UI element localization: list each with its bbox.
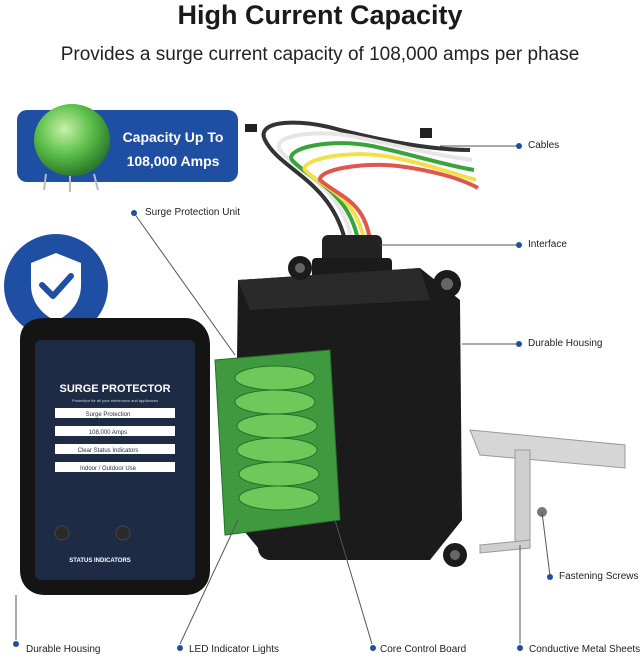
page-title: High Current Capacity bbox=[177, 0, 463, 30]
callout-durable-housing-right: Durable Housing bbox=[528, 338, 603, 349]
device-feature-1: Surge Protection bbox=[86, 412, 131, 418]
device-status-label: STATUS INDICATORS bbox=[69, 558, 131, 564]
led-indicator-1 bbox=[54, 525, 70, 541]
callout-cables: Cables bbox=[528, 140, 560, 151]
page-subtitle: Provides a surge current capacity of 108… bbox=[60, 44, 580, 65]
device-feature-2: 108,000 Amps bbox=[89, 430, 127, 436]
callout-fastening-screws: Fastening Screws bbox=[559, 571, 639, 582]
shield-check-icon bbox=[4, 234, 108, 338]
callout-led-indicator-lights: LED Indicator Lights bbox=[189, 644, 280, 655]
device-feature-list: Surge Protection 108,000 Amps Clear Stat… bbox=[55, 408, 175, 472]
callout-core-control-board: Core Control Board bbox=[380, 644, 467, 655]
device-feature-3: Clear Status Indicators bbox=[78, 448, 139, 454]
cables-bundle bbox=[261, 120, 479, 241]
badge-line-2: 108,000 Amps bbox=[126, 153, 220, 169]
callout-interface: Interface bbox=[528, 239, 567, 250]
callout-durable-housing-bottom: Durable Housing bbox=[26, 644, 101, 655]
badge-line-1: Capacity Up To bbox=[122, 129, 224, 145]
callout-surge-protection-unit: Surge Protection Unit bbox=[145, 207, 241, 218]
device-brand-text: SURGE PROTECTOR bbox=[59, 383, 170, 395]
varistor-icon bbox=[34, 104, 110, 192]
led-indicator-2 bbox=[115, 525, 131, 541]
device-tagline-text: Protection for all your electronics and … bbox=[72, 398, 158, 403]
device-feature-4: Indoor / Outdoor Use bbox=[80, 466, 137, 472]
callout-conductive-metal-sheets: Conductive Metal Sheets bbox=[529, 644, 640, 655]
